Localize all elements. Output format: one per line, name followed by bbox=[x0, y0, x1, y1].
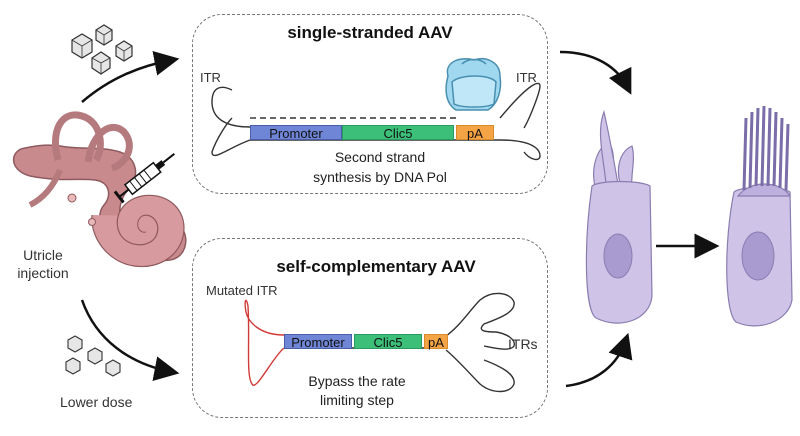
sc-pa-segment: pA bbox=[424, 334, 448, 350]
lower-dose-label: Lower dose bbox=[60, 394, 133, 410]
utricle-injection-label: Utricle injection bbox=[17, 247, 69, 281]
ss-promoter-segment: Promoter bbox=[250, 125, 342, 141]
sc-promoter-segment: Promoter bbox=[284, 334, 352, 350]
ss-itr-left-label: ITR bbox=[200, 70, 221, 85]
ss-itr-right-label: ITR bbox=[516, 70, 537, 85]
ss-caption-line2: synthesis by DNA Pol bbox=[313, 169, 447, 185]
single-stranded-panel bbox=[192, 14, 548, 194]
sc-caption-line1: Bypass the rate bbox=[308, 373, 406, 389]
mutated-itr-label: Mutated ITR bbox=[206, 283, 278, 298]
self-complementary-panel bbox=[192, 238, 548, 418]
single-stranded-title: single-stranded AAV bbox=[287, 23, 453, 42]
ss-caption-line1: Second strand bbox=[334, 149, 426, 165]
ss-clic5-segment: Clic5 bbox=[342, 125, 454, 141]
ss-pa-segment: pA bbox=[456, 125, 494, 141]
sc-caption-line2: limiting step bbox=[320, 392, 394, 408]
itrs-label: ITRs bbox=[508, 336, 538, 352]
self-complementary-title: self-complementary AAV bbox=[276, 257, 476, 276]
sc-clic5-segment: Clic5 bbox=[354, 334, 422, 350]
